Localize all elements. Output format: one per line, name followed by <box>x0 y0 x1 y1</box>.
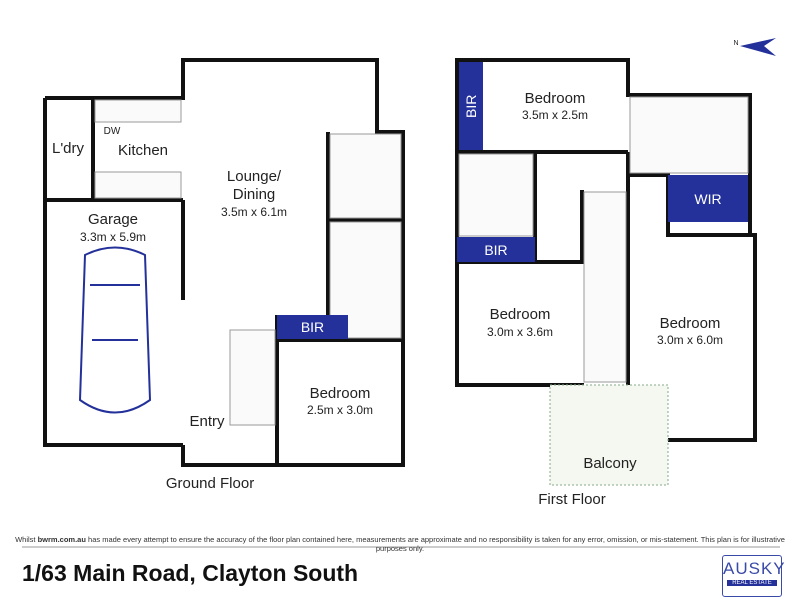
room-lounge: Lounge/ <box>226 168 282 185</box>
first-floor-walls <box>455 58 757 442</box>
room-bedroom-3: Bedroom <box>659 315 721 332</box>
car-icon <box>78 246 152 414</box>
garage-dimensions: 3.3m x 5.9m <box>79 230 147 244</box>
dishwasher-label: DW <box>103 126 121 137</box>
room-bir-first-1: BIR <box>459 62 483 150</box>
room-bedroom-1: Bedroom <box>524 90 586 107</box>
ground-floor-walls <box>43 58 405 467</box>
ground-floor-title: Ground Floor <box>165 475 255 492</box>
balcony-area <box>549 384 669 486</box>
room-kitchen: Kitchen <box>117 142 169 159</box>
bedroom-ground-dimensions: 2.5m x 3.0m <box>306 403 374 417</box>
property-address: 1/63 Main Road, Clayton South <box>22 560 359 586</box>
logo-name: AUSKY <box>723 559 786 578</box>
room-wir: WIR <box>668 175 748 222</box>
room-balcony: Balcony <box>583 455 637 472</box>
disclaimer-pre: Whilst <box>15 535 38 544</box>
bedroom-3-dimensions: 3.0m x 6.0m <box>656 333 724 347</box>
ausky-logo: AUSKY REAL ESTATE <box>722 555 786 597</box>
compass-label: N <box>733 40 739 47</box>
ground-floor-fixtures <box>94 99 402 426</box>
disclaimer-post: has made every attempt to ensure the acc… <box>85 535 785 553</box>
room-garage: Garage <box>87 211 139 228</box>
room-bedroom-ground: Bedroom <box>309 385 371 402</box>
logo-sub: REAL ESTATE <box>727 580 777 586</box>
room-dining: Dining <box>232 186 276 203</box>
room-bir-ground: BIR <box>277 315 348 339</box>
lounge-dimensions: 3.5m x 6.1m <box>220 205 288 219</box>
bedroom-2-dimensions: 3.0m x 3.6m <box>486 325 554 339</box>
room-bedroom-2: Bedroom <box>489 306 551 323</box>
bedroom-1-dimensions: 3.5m x 2.5m <box>521 108 589 122</box>
first-floor-title: First Floor <box>538 491 606 508</box>
room-entry: Entry <box>189 413 225 430</box>
compass-arrow-icon <box>740 38 776 56</box>
room-laundry: L'dry <box>51 140 85 157</box>
disclaimer-site: bwrm.com.au <box>37 535 86 544</box>
room-bir-first-2: BIR <box>457 237 535 262</box>
disclaimer: Whilst bwrm.com.au has made every attemp… <box>0 535 800 553</box>
